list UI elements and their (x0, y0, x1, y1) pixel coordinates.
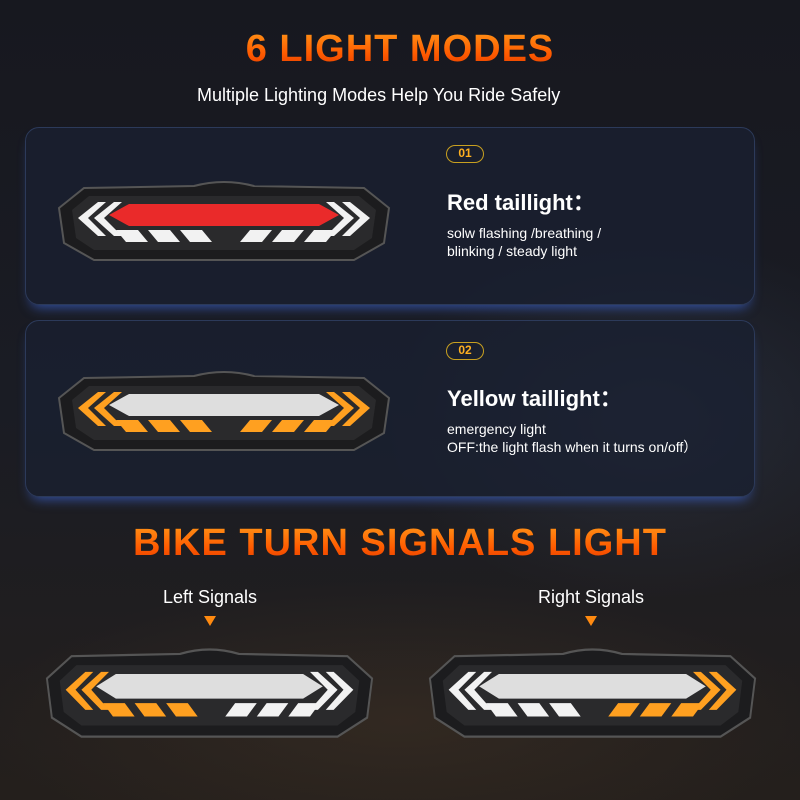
left-chevron-light (65, 671, 94, 710)
left-dash-light (180, 230, 212, 242)
center-light-bar (109, 394, 339, 416)
right-chevron-light (342, 202, 370, 236)
right-dash-light (288, 703, 320, 717)
right-dash-light (304, 420, 336, 432)
right-chevron-light (708, 671, 737, 710)
left-dash-light (180, 420, 212, 432)
taillight-right-signal (428, 648, 757, 738)
left-dash-light (134, 703, 167, 717)
right-dash-light (240, 420, 272, 432)
left-chevron-light (464, 671, 492, 710)
mode-heading: Yellow taillight： (447, 386, 622, 411)
left-dash-light (116, 230, 148, 242)
left-dash-light (148, 420, 180, 432)
center-light-bar (479, 674, 706, 699)
left-chevron-light (94, 202, 122, 236)
right-dash-light (639, 703, 672, 717)
left-chevron-light (78, 392, 106, 426)
taillight-left-signal (45, 648, 374, 738)
arrow-down-icon (204, 616, 216, 626)
right-chevron-light (326, 202, 354, 236)
mode-badge: 02 (446, 342, 484, 360)
mode-heading: Red taillight： (447, 190, 595, 215)
right-chevron-light (326, 392, 354, 426)
right-chevron-light (325, 671, 354, 710)
left-chevron-light (78, 202, 106, 236)
right-dash-light (272, 420, 304, 432)
left-dash-light (116, 420, 148, 432)
left-dash-light (103, 703, 135, 717)
left-chevron-light (448, 671, 477, 710)
page-title: 6 LIGHT MODES (0, 28, 800, 71)
right-chevron-light (342, 392, 370, 426)
right-dash-light (608, 703, 640, 717)
center-light-bar (96, 674, 323, 699)
right-dash-light (671, 703, 703, 717)
taillight-yellow-mode (57, 371, 391, 451)
right-dash-light (240, 230, 272, 242)
left-dash-light (486, 703, 518, 717)
arrow-down-icon (585, 616, 597, 626)
center-light-bar (109, 204, 339, 226)
left-signals-label: Left Signals (162, 587, 258, 607)
signals-title: BIKE TURN SIGNALS LIGHT (0, 522, 800, 565)
right-chevron-light (693, 671, 721, 710)
subtitle: Multiple Lighting Modes Help You Ride Sa… (197, 85, 561, 105)
mode-description: solw flashing /breathing /blinking / ste… (447, 225, 602, 259)
left-dash-light (549, 703, 581, 717)
mode-panel-1: 01 Red taillight： solw flashing /breathi… (25, 127, 755, 305)
left-dash-light (148, 230, 180, 242)
mode-badge: 01 (446, 145, 484, 163)
left-chevron-light (94, 392, 122, 426)
taillight-red-mode (57, 181, 391, 261)
left-chevron-light (81, 671, 109, 710)
right-dash-light (272, 230, 304, 242)
right-dash-light (304, 230, 336, 242)
right-dash-light (256, 703, 289, 717)
right-dash-light (225, 703, 257, 717)
right-signals-label: Right Signals (537, 587, 645, 607)
left-dash-light (517, 703, 550, 717)
left-dash-light (166, 703, 198, 717)
right-chevron-light (310, 671, 338, 710)
